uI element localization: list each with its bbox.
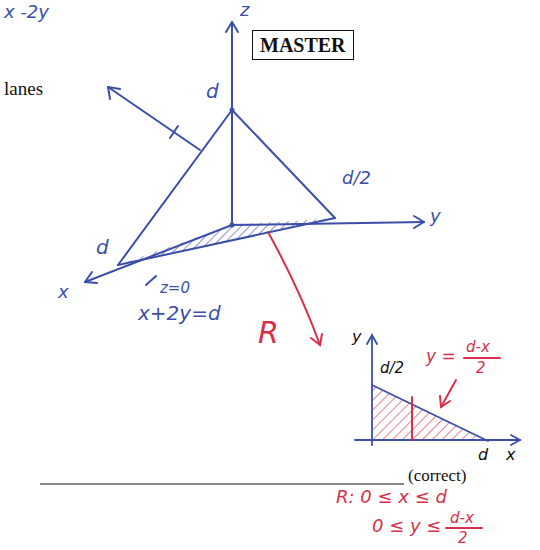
annotation-label: R: 0 ≤ x ≤ d	[336, 487, 447, 508]
annotation-label: y	[430, 206, 441, 227]
box-text: MASTER	[260, 33, 346, 57]
annotation-label: 2	[476, 360, 486, 377]
annotation-label: 2	[458, 530, 468, 547]
annotation-label: R	[258, 316, 279, 351]
annotation-label: d-x	[450, 510, 474, 527]
annotation-label: d	[96, 236, 109, 259]
label-box: MASTER	[252, 30, 354, 60]
annotation-label: x	[58, 282, 69, 303]
annotation-label: (correct)	[408, 466, 467, 486]
annotation-label: d	[206, 80, 219, 103]
annotation-label: x+2y=d	[138, 302, 221, 325]
annotation-label: z=0	[160, 280, 190, 297]
annotation-label: z	[240, 0, 249, 21]
annotation-label: d/2	[342, 168, 371, 189]
annotation-label: lanes	[4, 78, 43, 100]
annotation-label: d/2	[380, 360, 404, 377]
annotation-label: y	[352, 328, 361, 346]
annotation-label: d-x	[466, 339, 490, 356]
annotation-label: 0 ≤ y ≤	[372, 516, 441, 537]
annotation-label: d	[478, 446, 488, 464]
annotation-label: x	[506, 446, 515, 464]
annotation-label: x -2y	[4, 2, 49, 23]
annotation-label: y =	[426, 347, 456, 367]
